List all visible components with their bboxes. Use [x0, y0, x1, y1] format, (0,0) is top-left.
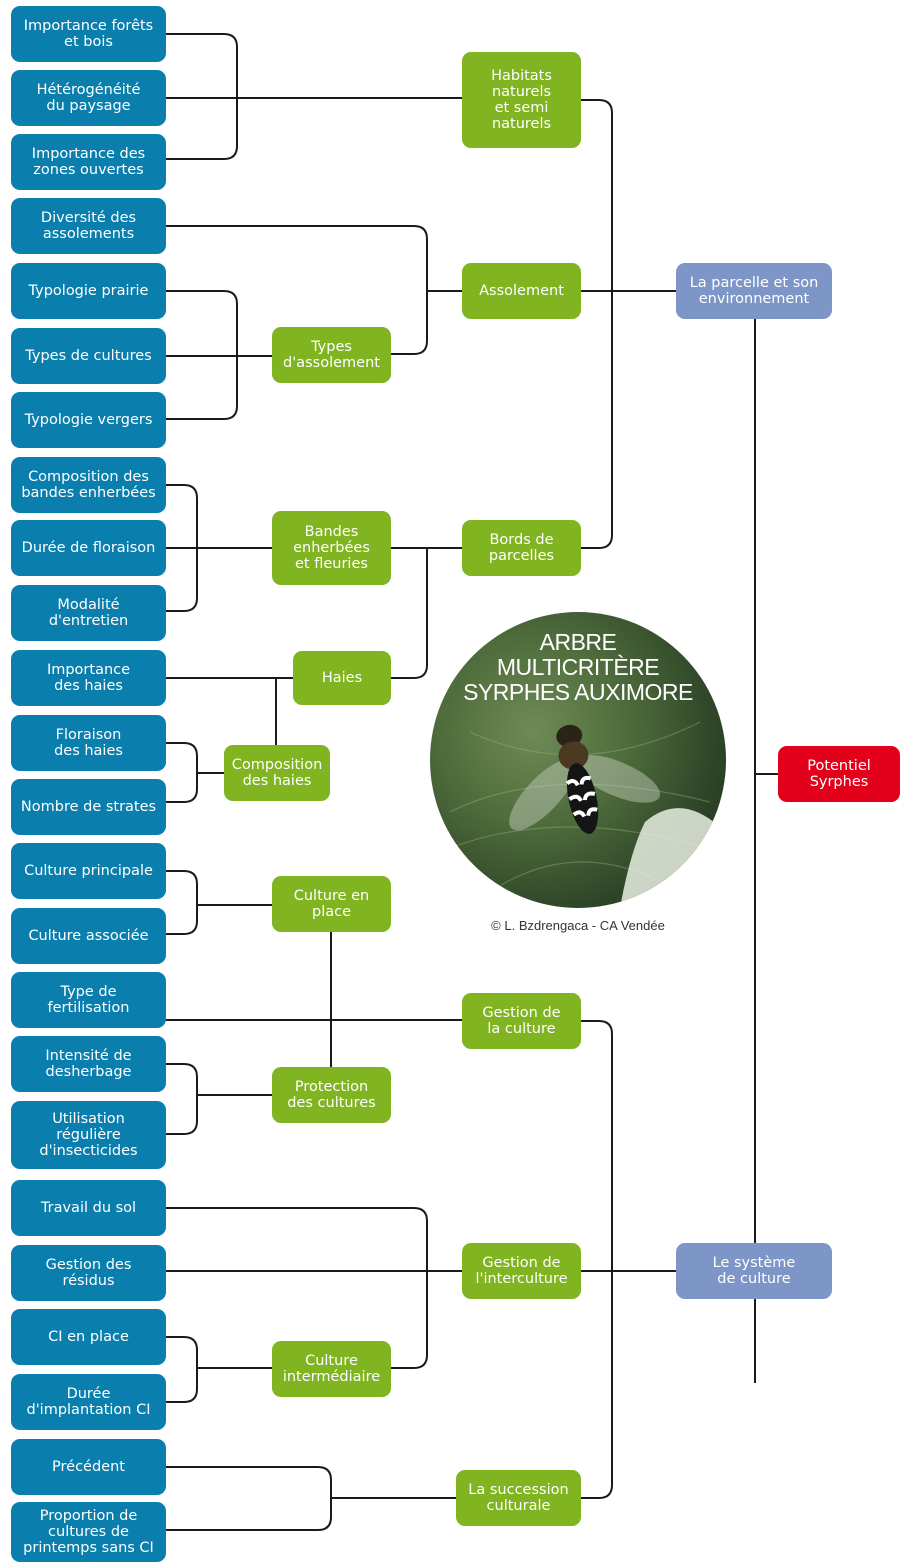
leaf-duree-implantation-ci: Durée d'implantation CI [11, 1374, 166, 1430]
leaf-diversite-assolements: Diversité des assolements [11, 198, 166, 254]
hoverfly-illustration [439, 721, 721, 908]
leaf-typologie-vergers: Typologie vergers [11, 392, 166, 448]
leaf-heterogeneite-paysage: Hétérogénéité du paysage [11, 70, 166, 126]
leaf-type-fertilisation: Type de fertilisation [11, 972, 166, 1028]
habitats-node: Habitats naturels et semi naturels [462, 52, 581, 148]
culture-intermediaire-node: Culture intermédiaire [272, 1341, 391, 1397]
connector-systeme-bus [581, 1020, 613, 1499]
connector-compo-haies-group [166, 742, 224, 803]
leaf-importance-forets: Importance forêts et bois [11, 6, 166, 62]
connector-haies [166, 677, 293, 745]
connector-habitats-group [166, 33, 238, 160]
connector-bords-group [391, 547, 462, 679]
connector-succession-group [166, 1466, 456, 1531]
protection-cultures-node: Protection des cultures [272, 1067, 391, 1123]
leaf-zones-ouvertes: Importance des zones ouvertes [11, 134, 166, 190]
badge-title-line-3: SYRPHES AUXIMORE [463, 679, 693, 705]
leaf-gestion-residus: Gestion des résidus [11, 1245, 166, 1301]
potentiel-syrphes-node: Potentiel Syrphes [778, 746, 900, 802]
connector-ci-group [166, 1336, 272, 1403]
leaf-floraison-haies: Floraison des haies [11, 715, 166, 771]
parcelle-environnement-node: La parcelle et son environnement [676, 263, 832, 319]
syrphe-photo-badge: ARBRE MULTICRITÈRE SYRPHES AUXIMORE [430, 612, 726, 908]
badge-title-line-2: MULTICRITÈRE [496, 654, 660, 680]
haies-node: Haies [293, 651, 391, 705]
leaf-composition-bandes: Composition des bandes enherbées [11, 457, 166, 513]
badge-title: ARBRE MULTICRITÈRE SYRPHES AUXIMORE [430, 630, 726, 705]
badge-title-line-1: ARBRE [539, 629, 617, 655]
leaf-proportion-cultures: Proportion de cultures de printemps sans… [11, 1502, 166, 1562]
gestion-culture-node: Gestion de la culture [462, 993, 581, 1049]
connector-protection-group [166, 1063, 272, 1135]
leaf-travail-sol: Travail du sol [11, 1180, 166, 1236]
leaf-typologie-prairie: Typologie prairie [11, 263, 166, 319]
connector-parcelle-bus [581, 99, 613, 549]
leaf-culture-associee: Culture associée [11, 908, 166, 964]
succession-culturale-node: La succession culturale [456, 1470, 581, 1526]
composition-haies-node: Composition des haies [224, 745, 330, 801]
leaf-importance-haies: Importance des haies [11, 650, 166, 706]
leaf-intensite-desherbage: Intensité de desherbage [11, 1036, 166, 1092]
types-assolement-node: Types d'assolement [272, 327, 391, 383]
bords-parcelles-node: Bords de parcelles [462, 520, 581, 576]
leaf-duree-floraison: Durée de floraison [11, 520, 166, 576]
leaf-modalite-entretien: Modalité d'entretien [11, 585, 166, 641]
leaf-precedent: Précédent [11, 1439, 166, 1495]
gestion-interculture-node: Gestion de l'interculture [462, 1243, 581, 1299]
photo-credit: © L. Bzdrengaca - CA Vendée [491, 918, 665, 933]
leaf-utilisation-insecticides: Utilisation régulière d'insecticides [11, 1101, 166, 1169]
bandes-enherbees-node: Bandes enherbées et fleuries [272, 511, 391, 585]
assolement-node: Assolement [462, 263, 581, 319]
culture-place-node: Culture en place [272, 876, 391, 932]
systeme-culture-node: Le système de culture [676, 1243, 832, 1299]
connector-interculture-group [166, 1207, 428, 1369]
leaf-nombre-strates: Nombre de strates [11, 779, 166, 835]
leaf-ci-en-place: CI en place [11, 1309, 166, 1365]
leaf-types-cultures: Types de cultures [11, 328, 166, 384]
leaf-culture-principale: Culture principale [11, 843, 166, 899]
connector-culture-place-group [166, 870, 272, 935]
